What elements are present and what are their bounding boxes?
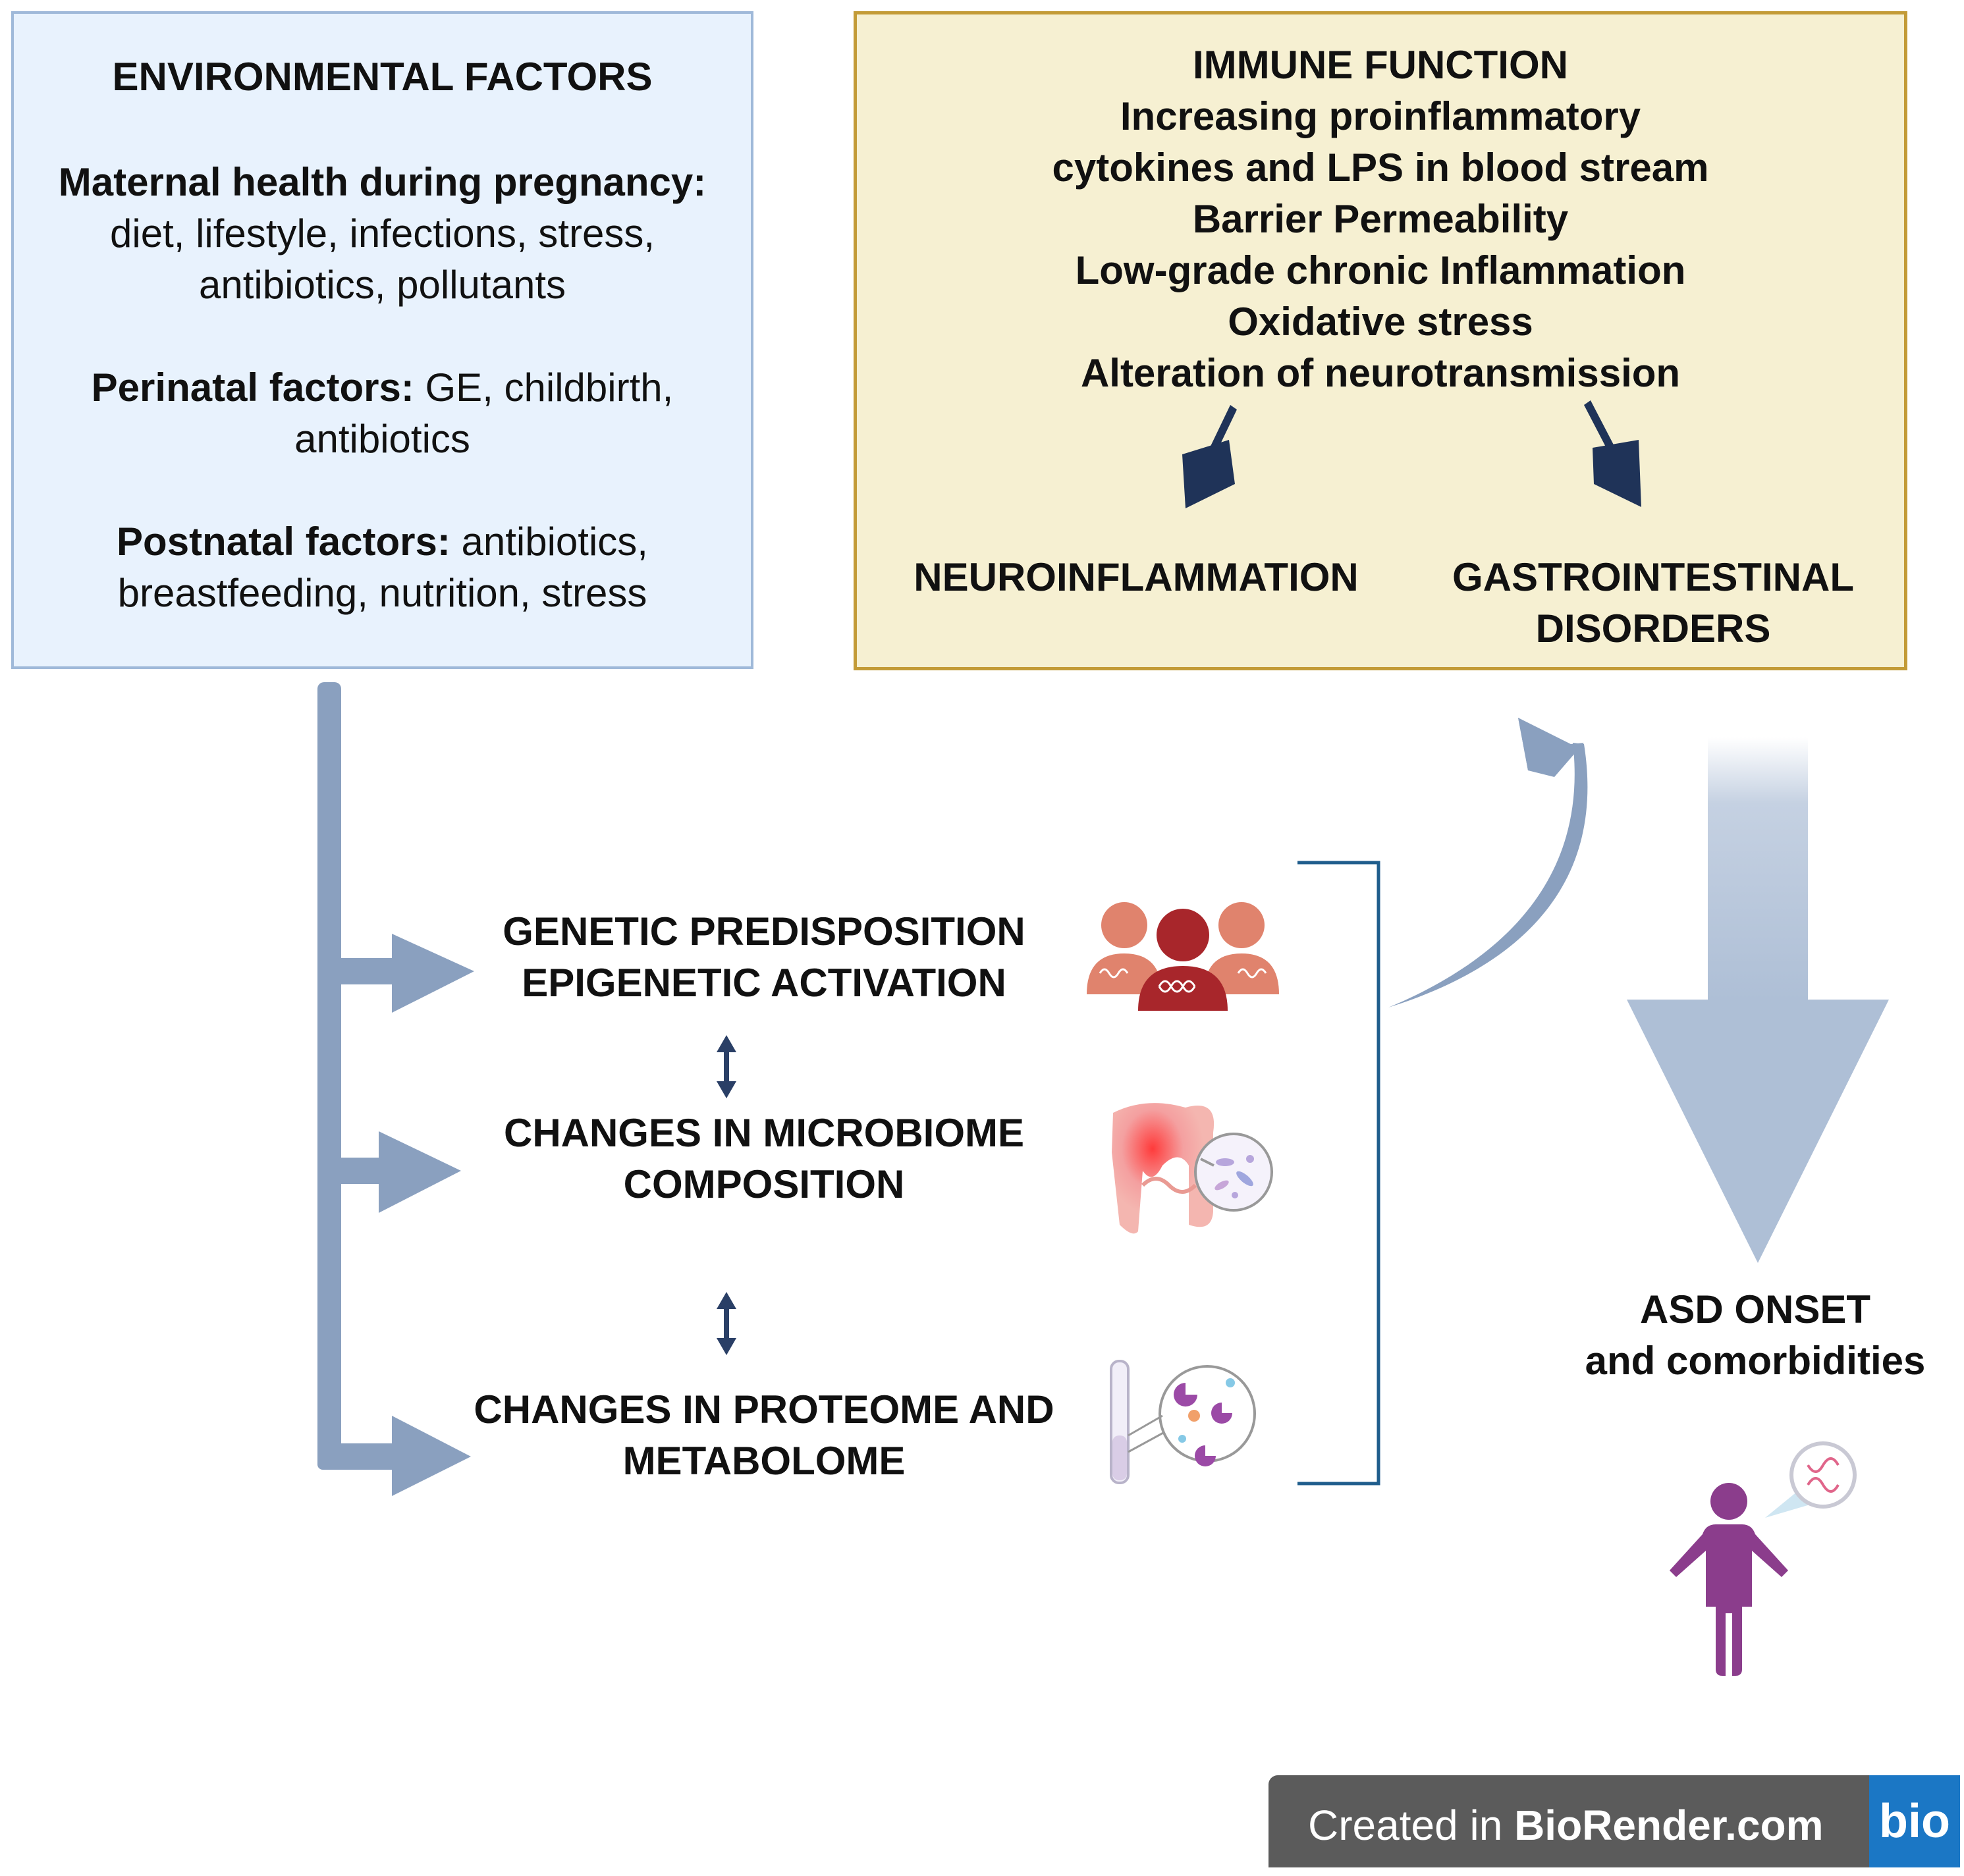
immune-line: Oxidative stress — [1228, 300, 1533, 344]
grouping-bracket — [1297, 861, 1380, 1486]
intestine-microbe-icon — [1112, 1103, 1273, 1234]
immune-title: IMMUNE FUNCTION — [1193, 43, 1568, 87]
neuroinflammation-label: NEUROINFLAMMATION — [914, 555, 1359, 599]
maternal-label: Maternal health during pregnancy: — [58, 160, 707, 204]
environment-branch-arrows — [317, 682, 474, 1496]
epigenetic-activation-label: EPIGENETIC ACTIVATION — [522, 961, 1006, 1005]
biorender-brand: BioRender.com — [1514, 1802, 1824, 1849]
bidirectional-arrow-icon — [717, 1035, 736, 1098]
biorender-logo-icon: bio — [1869, 1775, 1960, 1867]
environmental-title: ENVIRONMENTAL FACTORS — [112, 55, 653, 99]
people-dna-icon — [1087, 902, 1279, 1011]
microbiome-label-1: CHANGES IN MICROBIOME — [503, 1111, 1025, 1155]
proteome-label-2: METABOLOME — [622, 1439, 906, 1483]
immune-to-gi-arrow — [1584, 400, 1641, 507]
gi-disorders-label-1: GASTROINTESTINAL — [1452, 555, 1854, 599]
perinatal-text-2: antibiotics — [294, 417, 470, 461]
immune-to-neuroinflammation-arrow — [1182, 405, 1237, 508]
proteome-label-1: CHANGES IN PROTEOME AND — [474, 1387, 1054, 1432]
postnatal-text-2: breastfeeding, nutrition, stress — [117, 571, 647, 615]
maternal-text-1: diet, lifestyle, infections, stress, — [110, 211, 655, 255]
immune-line: cytokines and LPS in blood stream — [1052, 146, 1709, 190]
asd-onset-label: ASD ONSET — [1639, 1287, 1871, 1331]
immune-function-box — [854, 11, 1907, 670]
perinatal-text: GE, childbirth, — [414, 365, 674, 410]
child-dna-icon — [1670, 1441, 1857, 1676]
comorbidities-label: and comorbidities — [1585, 1339, 1926, 1383]
postnatal-label: Postnatal factors: — [117, 520, 450, 564]
immune-line: Increasing proinflammatory — [1120, 94, 1641, 138]
curved-arrow-to-immune — [1388, 718, 1588, 1007]
biorender-credit: Created in BioRender.com — [1308, 1801, 1824, 1850]
immune-line: Barrier Permeability — [1192, 197, 1569, 241]
perinatal-line: Perinatal factors: GE, childbirth, — [11, 362, 753, 414]
microbiome-label-2: COMPOSITION — [623, 1162, 905, 1206]
postnatal-text: antibiotics, — [450, 520, 648, 564]
immune-line: Alteration of neurotransmission — [1080, 351, 1681, 395]
environmental-factors-box — [11, 11, 753, 669]
big-down-arrow — [1627, 737, 1889, 1263]
test-tube-molecule-icon — [1110, 1360, 1256, 1484]
immune-line: Low-grade chronic Inflammation — [1075, 248, 1686, 292]
biorender-watermark — [1268, 1775, 1960, 1867]
bidirectional-arrow-icon — [717, 1292, 736, 1355]
genetic-predisposition-label: GENETIC PREDISPOSITION — [503, 909, 1025, 953]
maternal-health-line: Maternal health during pregnancy: — [11, 157, 753, 208]
created-in-text: Created in — [1308, 1802, 1515, 1849]
perinatal-label: Perinatal factors: — [91, 365, 414, 410]
maternal-text-2: antibiotics, pollutants — [199, 263, 566, 307]
gi-disorders-label-2: DISORDERS — [1535, 606, 1771, 651]
postnatal-line: Postnatal factors: antibiotics, — [11, 516, 753, 568]
